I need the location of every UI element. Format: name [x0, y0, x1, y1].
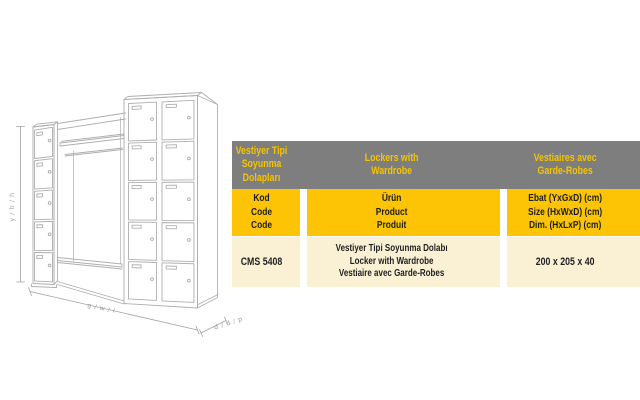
locker-door [161, 99, 195, 141]
dim-height-label: y / h / h [9, 192, 16, 221]
locker-door [34, 158, 53, 190]
locker-door [161, 140, 195, 181]
product-size-cell: 200 x 205 x 40 [507, 237, 640, 287]
door-lock-icon [187, 278, 191, 283]
header-line: Garde-Robes [537, 165, 593, 177]
door-label-slot-icon [131, 224, 142, 229]
subheader-line: Ürün [381, 191, 402, 204]
header-line: Lockers with [364, 151, 419, 164]
door-label-slot-icon [165, 184, 177, 189]
left-locker-column [31, 121, 58, 288]
product-spec-table: Vestiyer Tipi Soyunma Dolapları Lockers … [232, 141, 640, 287]
product-code: CMS 5408 [240, 256, 283, 268]
subheader-cell-product: Ürün Product Produit [307, 189, 500, 236]
door-lock-icon [47, 169, 52, 174]
door-label-slot-icon [36, 131, 44, 137]
product-name-cell: Vestiyer Tipi Soyunma Dolabı Locker with… [307, 237, 500, 287]
subheader-cell-size: Ebat (YxGxD) (cm) Size (HxWxD) (cm) Dim.… [507, 189, 640, 236]
locker-door [34, 126, 53, 159]
door-label-slot-icon [36, 193, 44, 198]
door-lock-icon [47, 201, 52, 205]
door-label-slot-icon [131, 264, 142, 269]
product-size: 200 x 205 x 40 [535, 256, 595, 268]
locker-door-column [161, 99, 195, 303]
door-lock-icon [150, 237, 154, 241]
header-line: Wardrobe [371, 165, 412, 177]
door-label-slot-icon [165, 103, 177, 109]
table-data-row: CMS 5408 Vestiyer Tipi Soyunma Dolabı Lo… [232, 237, 640, 287]
door-lock-icon [150, 277, 154, 281]
subheader-line: Code [251, 219, 273, 232]
locker-door [128, 261, 157, 301]
subheader-line: Product [375, 205, 408, 218]
dim-width-label: g / w / l [87, 302, 116, 315]
subheader-line: Kod [253, 191, 270, 204]
door-lock-icon [47, 263, 52, 268]
wardrobe-alcove [57, 112, 126, 305]
locker-door-column [34, 126, 53, 283]
door-label-slot-icon [165, 265, 177, 270]
door-lock-icon [187, 115, 191, 120]
dim-depth-label: d / d / p [213, 316, 243, 332]
product-code-cell: CMS 5408 [232, 237, 300, 287]
table-subheader-row: Kod Code Code Ürün Product Produit Ebat … [232, 189, 640, 236]
locker-door [128, 141, 157, 181]
door-label-slot-icon [165, 225, 177, 230]
locker-door [34, 252, 53, 283]
door-lock-icon [150, 197, 154, 201]
locker-door [161, 222, 195, 262]
locker-door [34, 189, 53, 221]
locker-door [128, 221, 157, 261]
door-label-slot-icon [131, 145, 142, 150]
door-label-slot-icon [36, 255, 44, 260]
locker-door [128, 181, 157, 221]
subheader-line: Dim. (HxLxP) (cm) [529, 219, 602, 232]
door-label-slot-icon [165, 144, 177, 149]
door-lock-icon [150, 117, 154, 121]
product-name-line: Vestiyer Tipi Soyunma Dolabı [335, 243, 448, 255]
header-line: Vestiyer Tipi [235, 144, 288, 157]
locker-door [161, 181, 195, 222]
door-lock-icon [47, 232, 52, 237]
subheader-line: Produit [376, 219, 407, 232]
subheader-cell-code: Kod Code Code [232, 189, 300, 236]
door-label-slot-icon [36, 224, 44, 229]
locker-door [128, 101, 157, 142]
header-line: Soyunma Dolapları [241, 158, 282, 184]
door-label-slot-icon [36, 162, 44, 167]
product-name-line: Locker with Wardrobe [349, 255, 434, 267]
door-label-slot-icon [131, 105, 142, 110]
locker-door-column [128, 101, 157, 301]
door-lock-icon [47, 138, 52, 143]
table-header-row: Vestiyer Tipi Soyunma Dolapları Lockers … [232, 141, 640, 189]
door-lock-icon [150, 157, 154, 161]
door-label-slot-icon [131, 185, 142, 190]
door-lock-icon [187, 197, 191, 201]
locker-door [161, 262, 195, 303]
dimension-lines [16, 126, 228, 337]
product-name-line: Vestiaire avec Garde-Robes [338, 268, 445, 280]
subheader-line: Ebat (YxGxD) (cm) [528, 191, 603, 204]
header-cell-french: Vestiaires avec Garde-Robes [507, 141, 640, 189]
header-line: Vestiaires avec [533, 151, 597, 164]
subheader-line: Size (HxWxD) (cm) [528, 205, 603, 218]
subheader-line: Code [251, 205, 273, 218]
door-lock-icon [187, 156, 191, 161]
header-cell-turkish: Vestiyer Tipi Soyunma Dolapları [232, 141, 300, 189]
locker-door [34, 220, 53, 251]
header-cell-english: Lockers with Wardrobe [307, 141, 500, 189]
door-lock-icon [187, 238, 191, 242]
right-locker-section [123, 92, 219, 309]
